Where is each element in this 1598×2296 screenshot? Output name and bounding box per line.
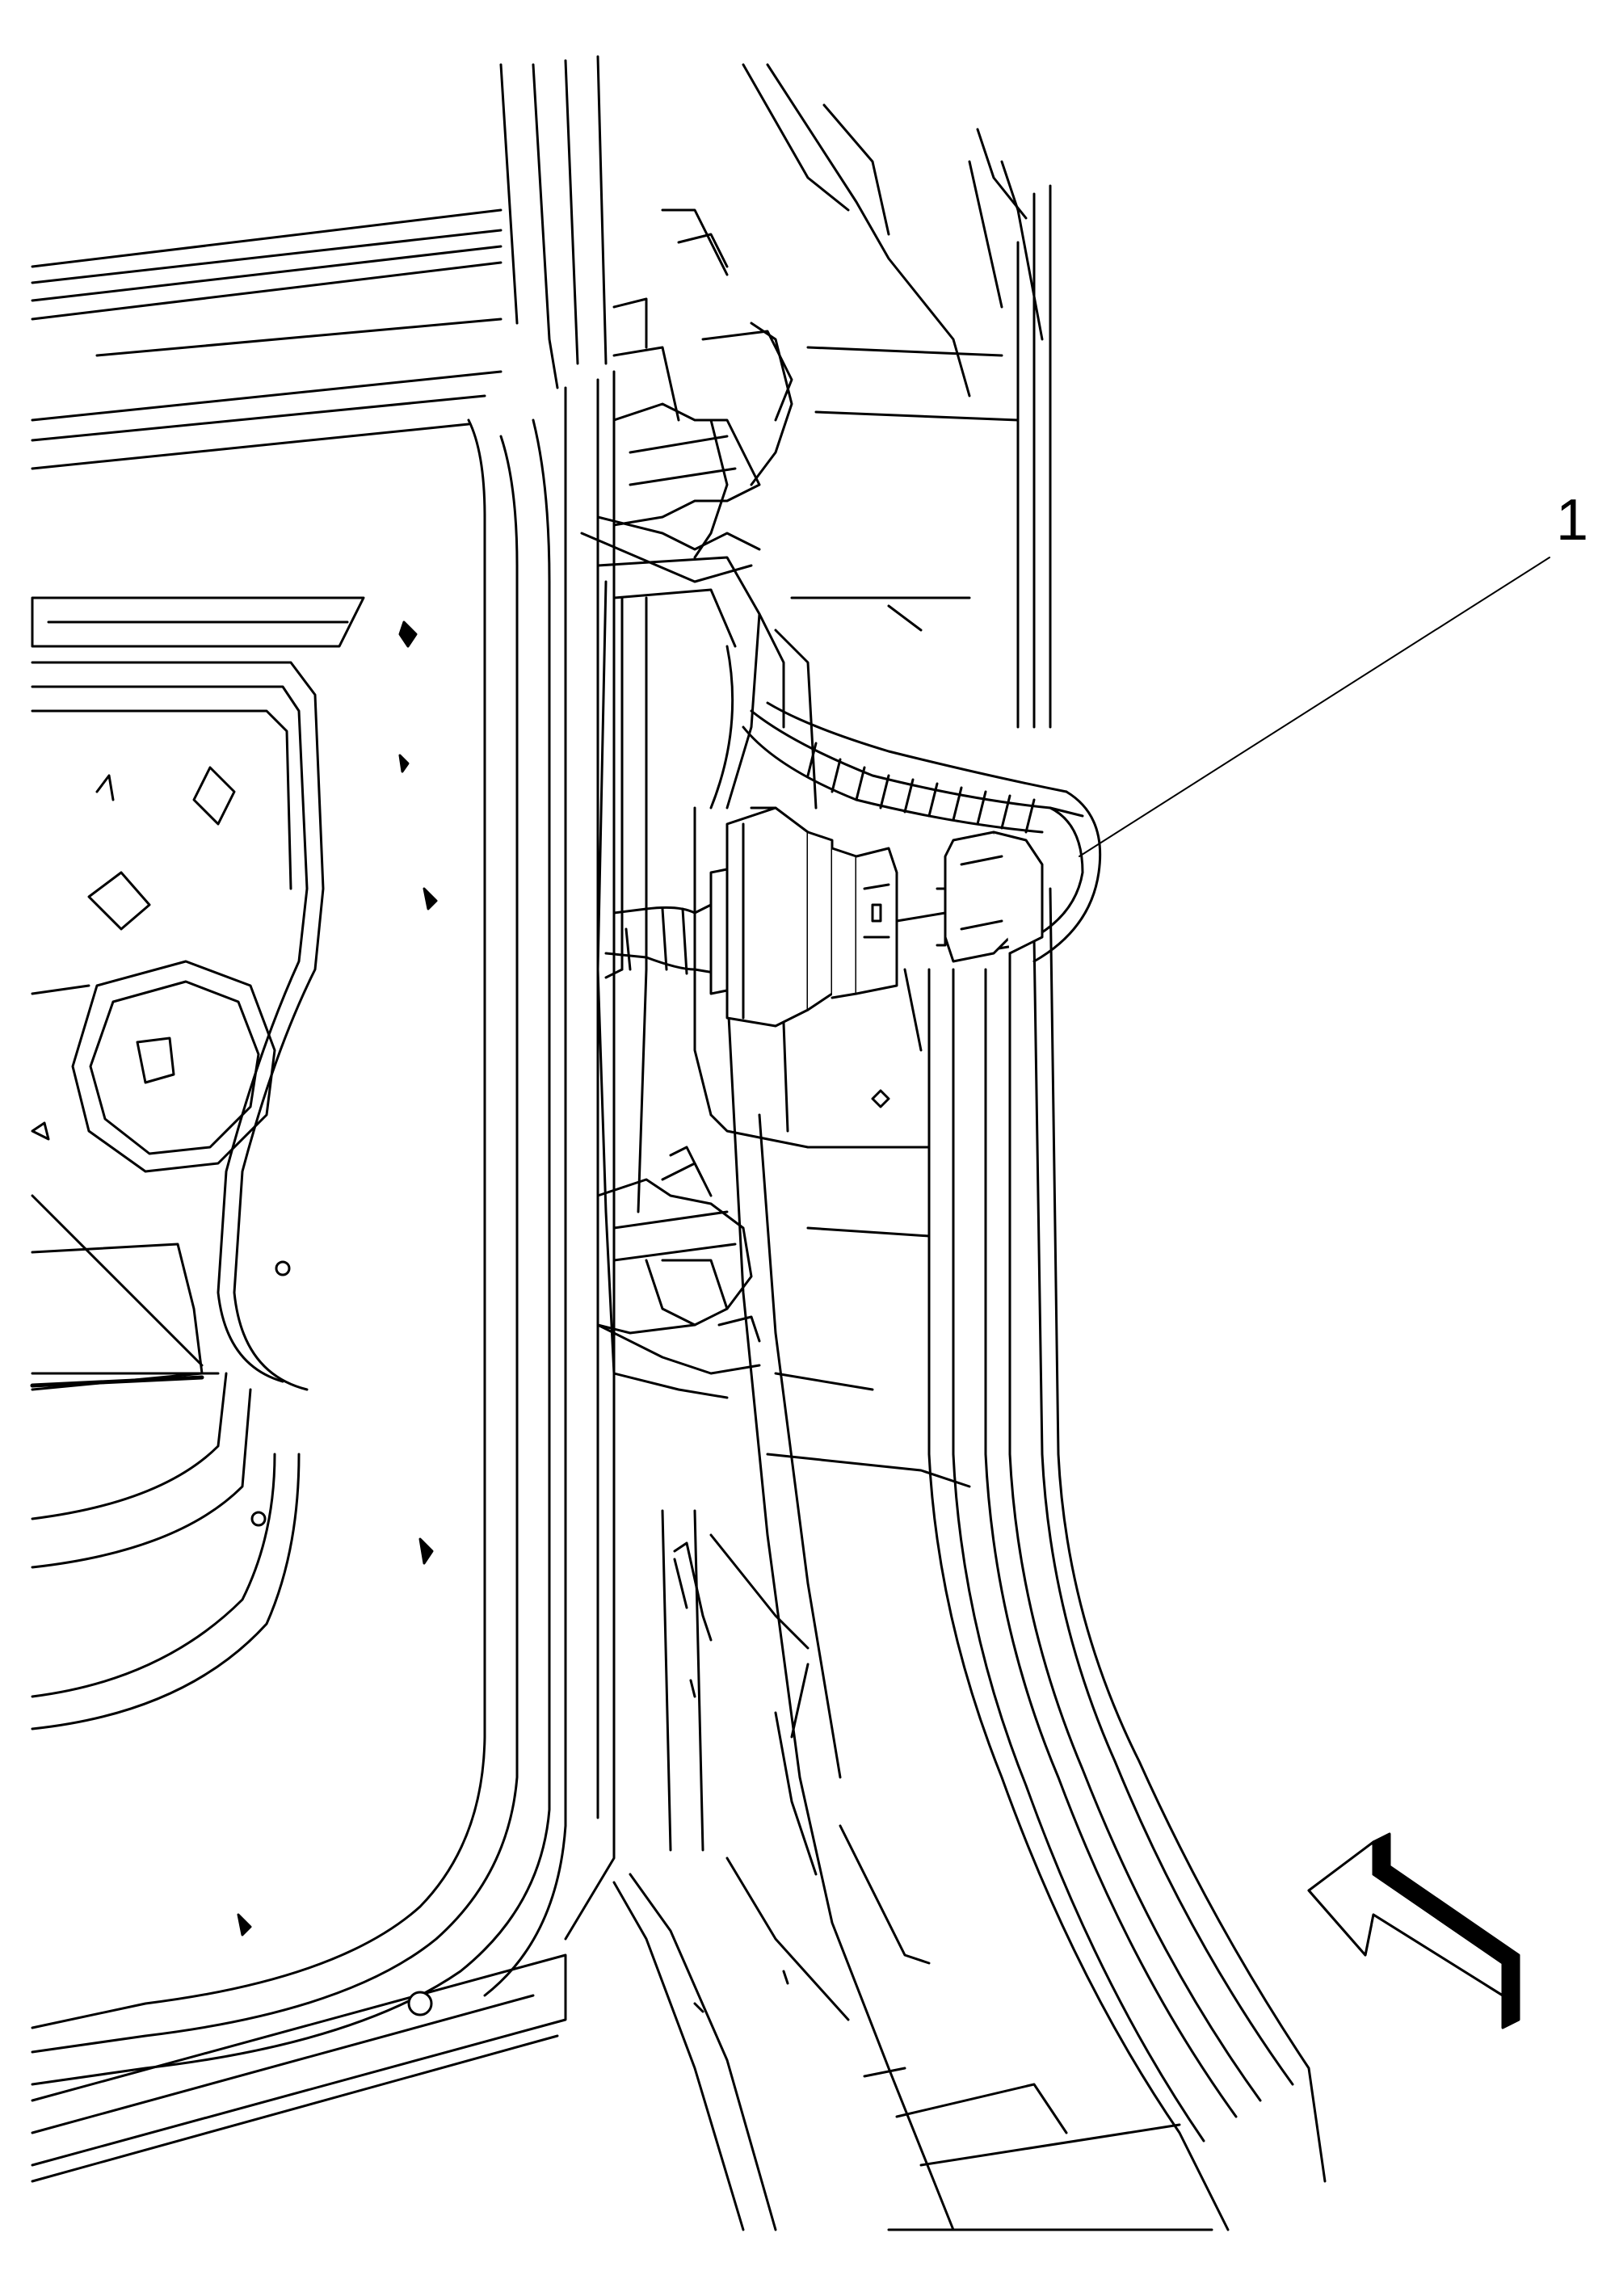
door-inner-panel [30,596,438,1936]
callout-1-label: 1 [1556,488,1589,553]
upper-hinge [580,208,793,583]
lower-hinge [596,1146,761,1399]
hinge-column [596,556,818,1375]
view-direction-arrow [1307,1832,1520,2029]
body-pillar [612,63,1327,2231]
door-frame [31,55,616,2183]
callout-1-leader-line [1079,557,1550,857]
wiring-harness [604,701,1102,1028]
